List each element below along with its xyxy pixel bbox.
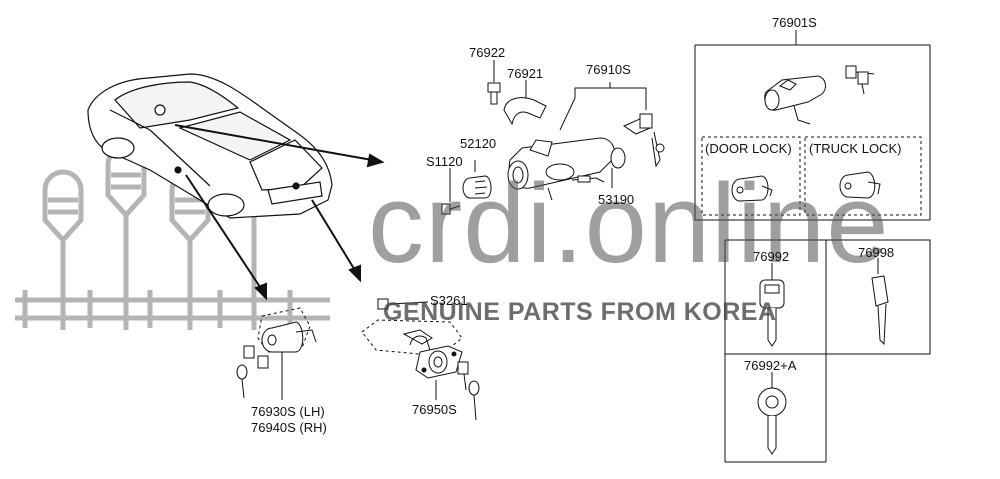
label-76992: 76992: [753, 249, 790, 264]
keys-box: [724, 239, 931, 463]
label-76910s: 76910S: [586, 62, 631, 77]
label-door-lock: (DOOR LOCK): [705, 141, 792, 156]
label-s3261: S3261: [430, 293, 468, 308]
label-53190: 53190: [598, 192, 635, 207]
label-76922: 76922: [469, 45, 506, 60]
ignition-assembly: [441, 60, 665, 215]
watermark-tagline: GENUINE PARTS FROM KOREA: [383, 298, 777, 326]
car-illustration: [87, 73, 333, 219]
label-76992a: 76992+A: [744, 358, 797, 373]
label-76930s: 76930S (LH): [251, 404, 325, 419]
label-76998: 76998: [858, 245, 895, 260]
label-s1120: S1120: [426, 154, 463, 169]
lock-set-box: [694, 30, 931, 221]
label-76901s: 76901S: [772, 15, 817, 30]
watermark-site-text: crdi.online: [368, 161, 890, 286]
label-truck-lock: (TRUCK LOCK): [809, 141, 902, 156]
label-52120: 52120: [460, 136, 497, 151]
trunk-lock-assembly: [361, 298, 480, 421]
pointer-arrows: [174, 124, 385, 301]
label-76940s: 76940S (RH): [251, 420, 327, 435]
label-76921: 76921: [507, 66, 544, 81]
door-lock-assembly: [236, 307, 317, 400]
label-76950s: 76950S: [412, 402, 457, 417]
